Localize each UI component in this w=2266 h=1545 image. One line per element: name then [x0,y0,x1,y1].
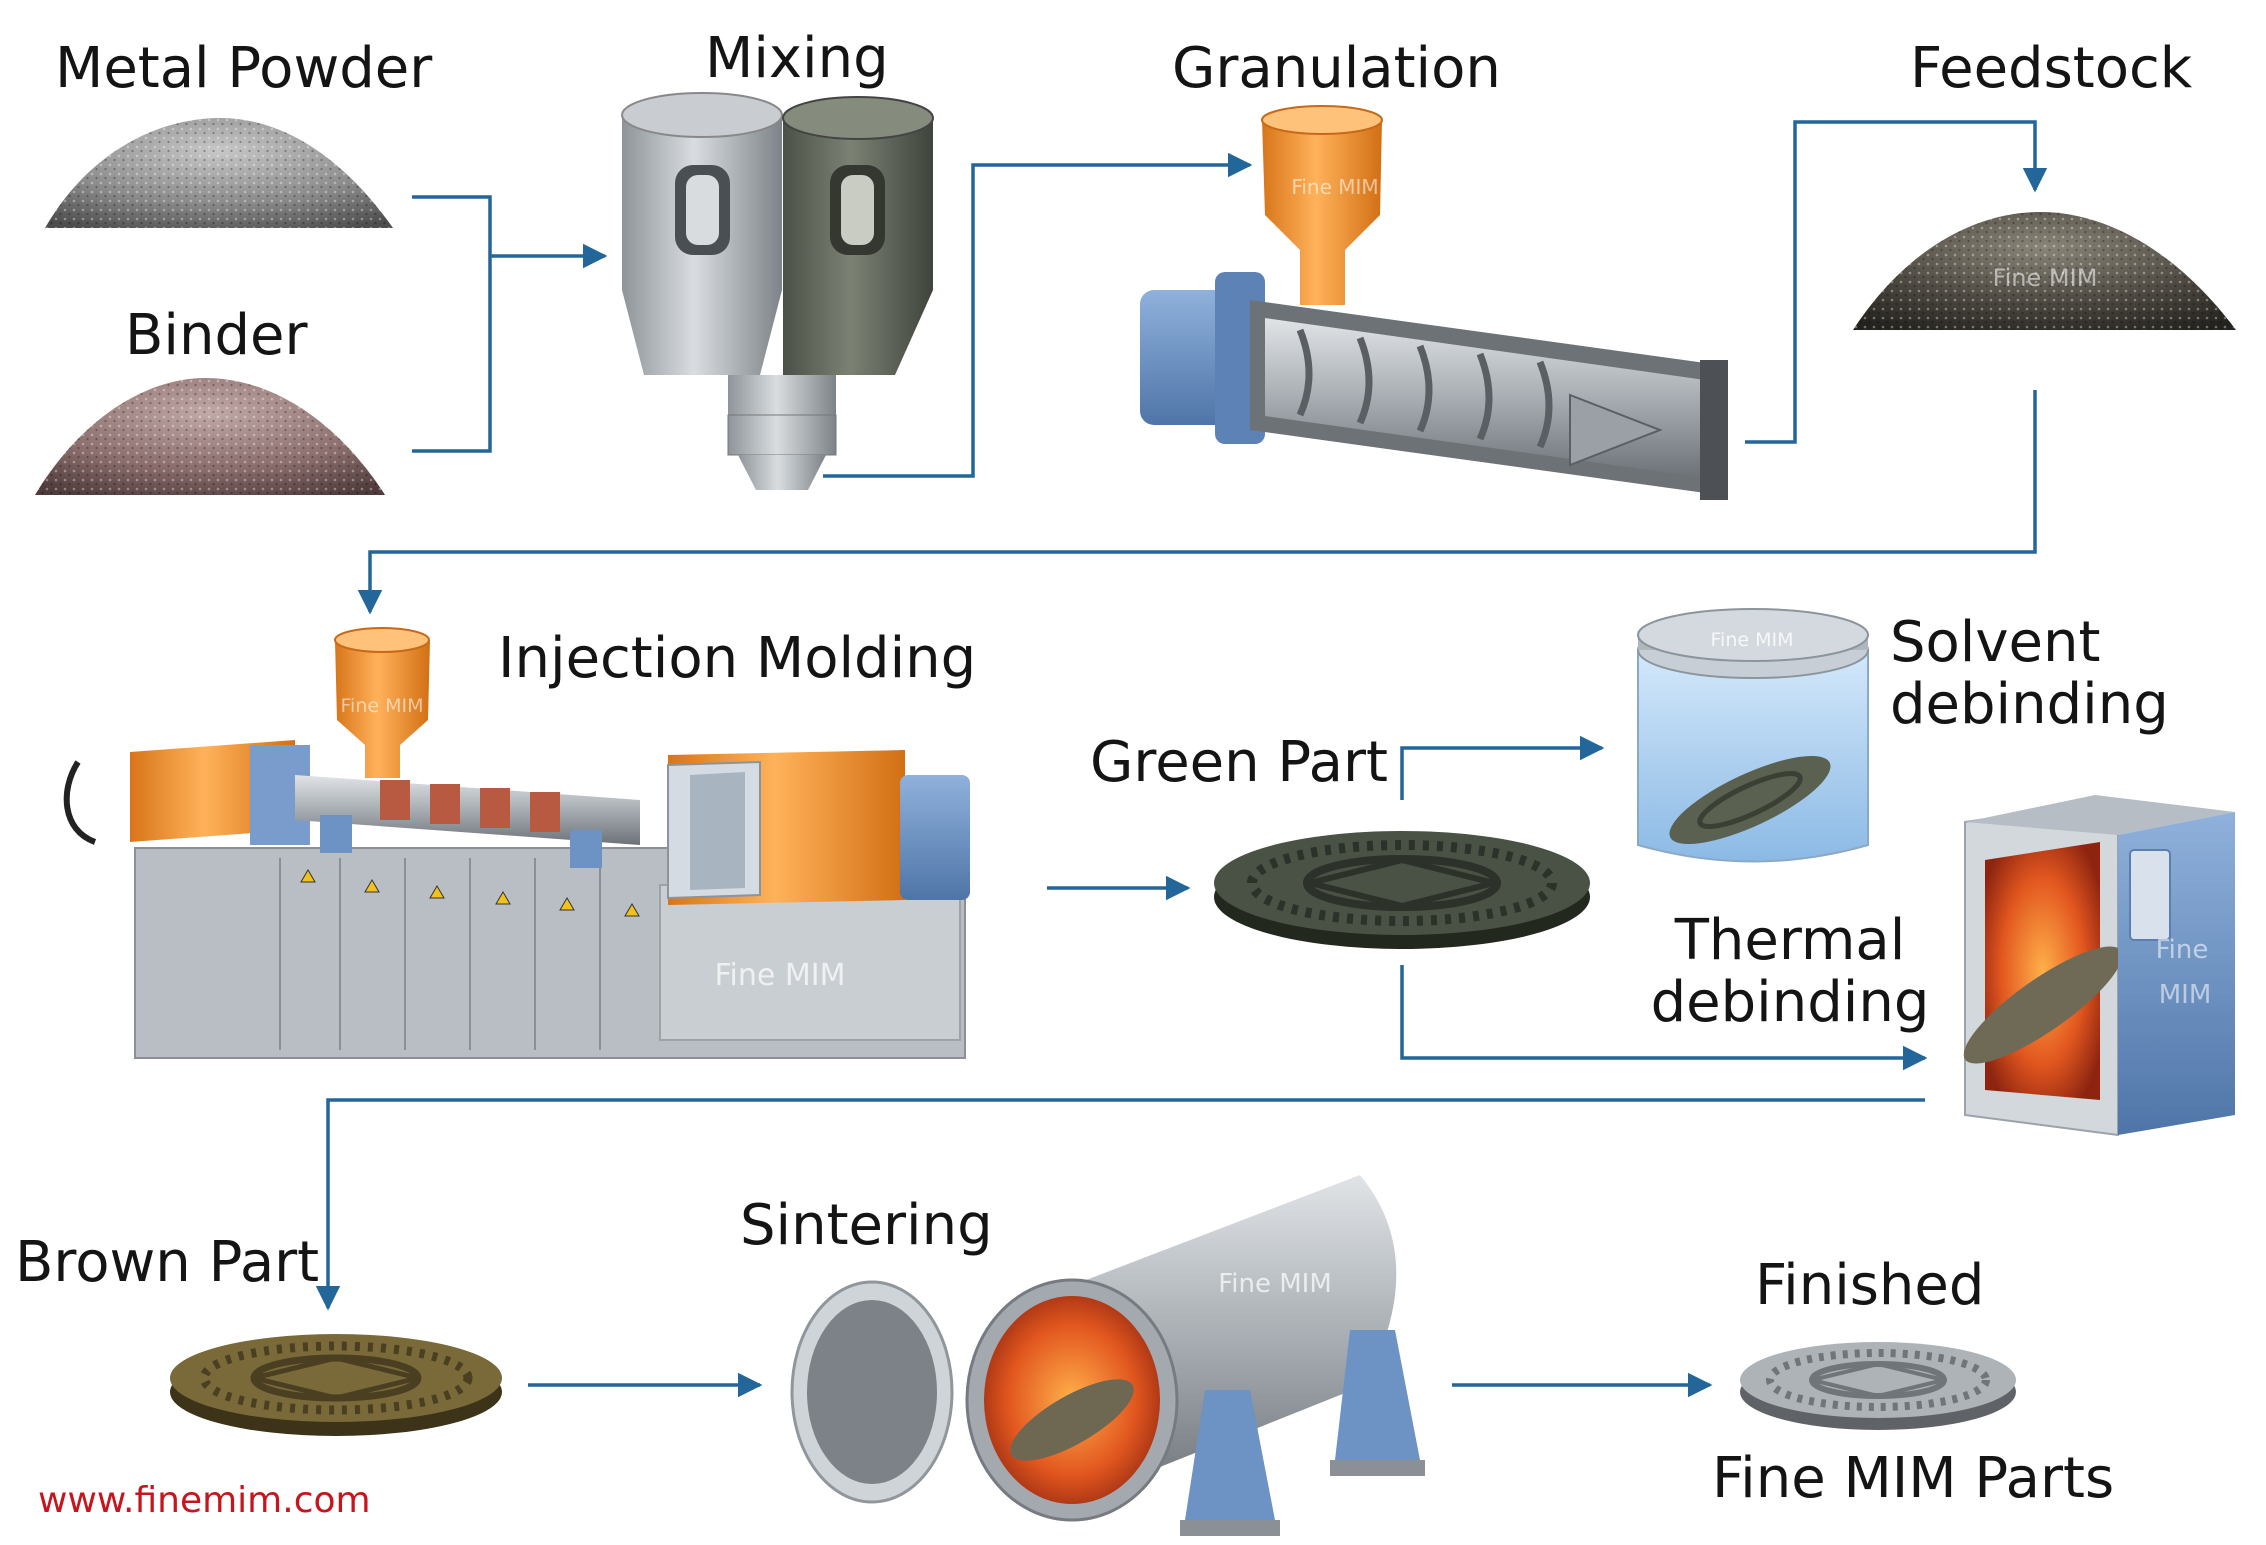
label-metal-powder: Metal Powder [55,36,433,101]
base-panels [279,858,601,1050]
label-finished: Finished [1755,1253,1985,1318]
sintering-watermark: Fine MIM [1218,1269,1332,1299]
furnace-watermark-2: MIM [2159,980,2212,1010]
arrow-green-to-thermal [1400,965,1928,1071]
binder-pile [35,378,385,495]
injection-watermark: Fine MIM [714,958,845,993]
label-solvent-debinding: Solvent debinding [1890,610,2169,737]
feedstock-watermark: Fine MIM [1993,264,2098,292]
granulation-watermark: Fine MIM [1291,175,1378,199]
mixer-machine [621,92,934,490]
label-injection-molding: Injection Molding [498,626,977,691]
label-thermal-debinding: Thermal debinding [1650,908,1930,1035]
arrow-granulation-to-feedstock [1745,120,2048,444]
label-brown-part: Brown Part [15,1230,320,1295]
warning-marks [300,869,640,917]
arrow-powder-to-mixing [412,195,492,453]
arrow-feedstock-to-injection [357,390,2037,615]
furnace-watermark-1: Fine [2156,935,2209,965]
solvent-watermark: Fine MIM [1711,629,1794,651]
green-part-disc [1214,831,1590,949]
label-fine-mim-parts: Fine MIM Parts [1712,1446,2115,1511]
arrow-mixing-to-granulation [823,152,1253,478]
finished-part-disc [1740,1342,2016,1430]
solvent-debinding-jar: Fine MIM [1637,608,1869,863]
label-green-part: Green Part [1090,730,1388,795]
label-binder: Binder [125,303,308,368]
brown-part-disc [170,1334,502,1436]
arrow-furnace-to-brown [315,1098,1925,1311]
granulation-extruder: Fine MIM [1140,105,1728,500]
website-link[interactable]: www.finemim.com [38,1480,371,1521]
sintering-furnace: Fine MIM [790,1175,1425,1536]
feedstock-pile: Fine MIM [1853,212,2236,330]
screw-flights [1296,328,1553,449]
label-granulation: Granulation [1172,36,1501,101]
injection-molding-machine: Fine MIM Fine MIM [63,627,970,1059]
injection-hopper-watermark: Fine MIM [341,695,424,717]
thermal-debinding-furnace: Fine MIM [1963,795,2235,1137]
label-mixing: Mixing [705,26,889,91]
flow-arrows [315,120,2048,1398]
label-feedstock: Feedstock [1910,36,2193,101]
arrow-green-to-solvent [1400,735,1605,800]
heater-bands [380,780,560,832]
label-sintering: Sintering [740,1193,993,1258]
metal-powder-pile [45,118,393,228]
